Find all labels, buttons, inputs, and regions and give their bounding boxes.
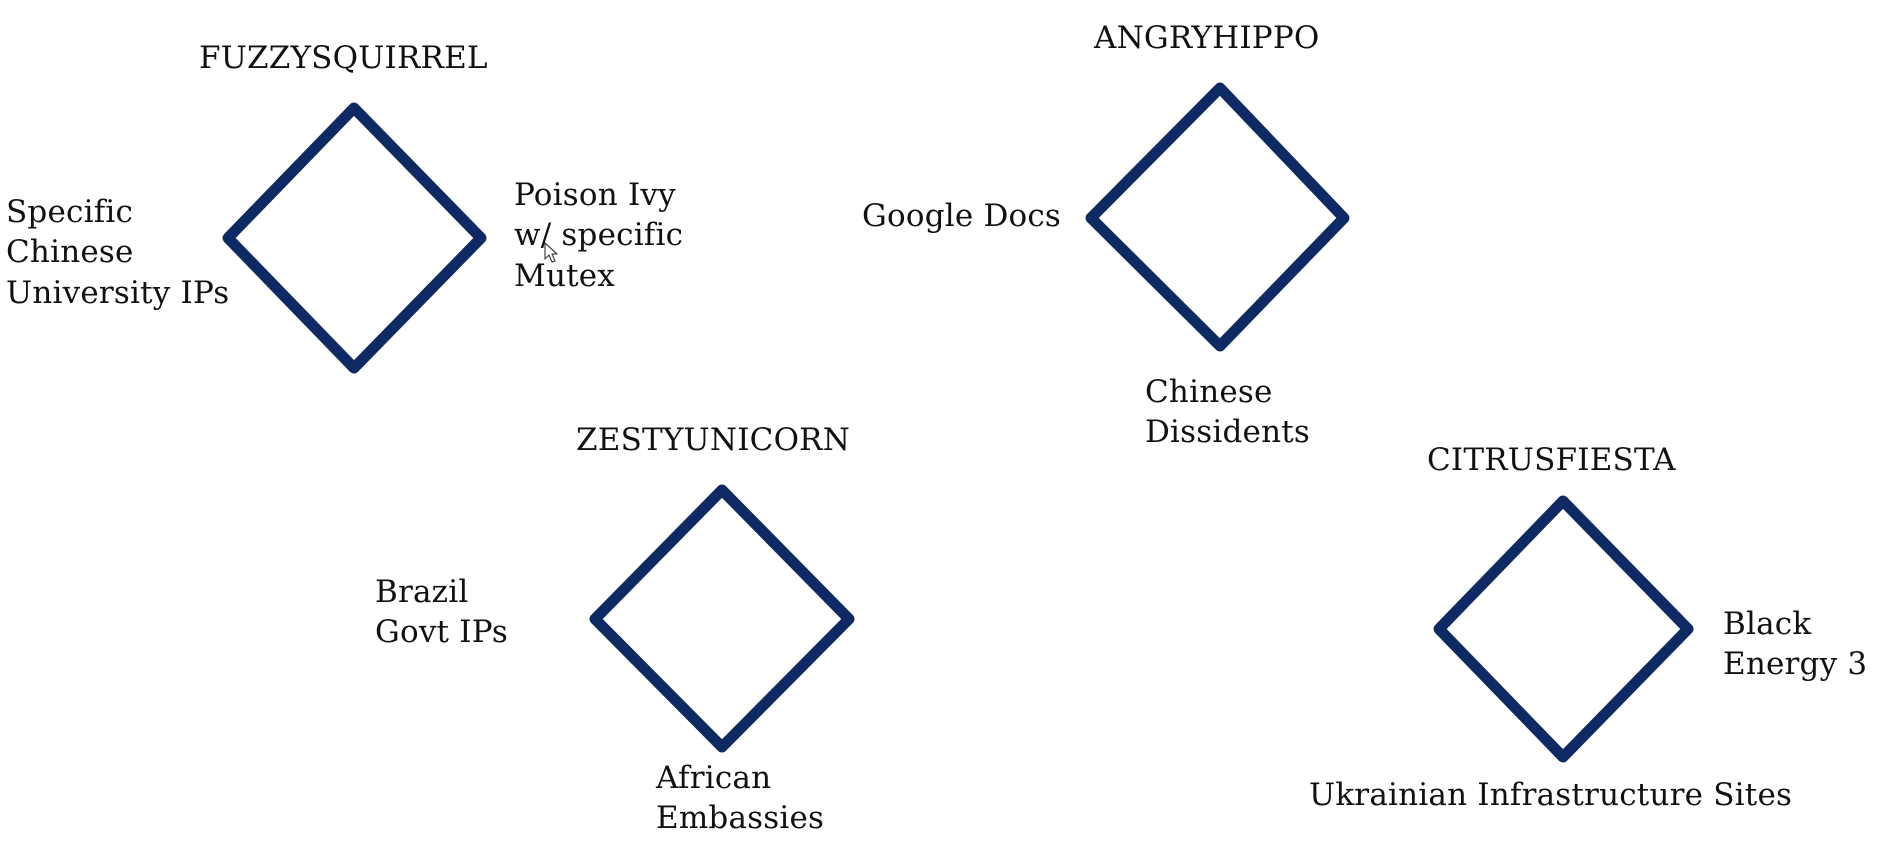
fuzzysquirrel-capability-label: Poison Ivy w/ specific Mutex	[514, 177, 684, 294]
zestyunicorn-title: ZESTYUNICORN	[576, 422, 851, 458]
citrusfiesta-capability-label: Black Energy 3	[1723, 606, 1868, 683]
mouse-pointer-icon	[544, 242, 558, 263]
citrusfiesta-diamond	[1433, 495, 1694, 763]
angryhippo-title: ANGRYHIPPO	[1094, 20, 1320, 56]
citrusfiesta-title: CITRUSFIESTA	[1427, 442, 1676, 478]
fuzzysquirrel-diamond	[222, 102, 487, 374]
angryhippo-victim-label: Chinese Dissidents	[1145, 374, 1311, 451]
zestyunicorn-victim-label: African Embassies	[656, 760, 825, 837]
fuzzysquirrel-adversary-infrastructure-label: Specific Chinese University IPs	[6, 194, 230, 311]
zestyunicorn-infrastructure-label: Brazil Govt IPs	[375, 574, 509, 651]
zestyunicorn-diamond	[589, 484, 855, 753]
citrusfiesta-victim-label: Ukrainian Infrastructure Sites	[1309, 777, 1793, 813]
fuzzysquirrel-title: FUZZYSQUIRREL	[199, 40, 488, 76]
angryhippo-diamond	[1085, 82, 1350, 352]
angryhippo-infrastructure-label: Google Docs	[862, 198, 1062, 234]
